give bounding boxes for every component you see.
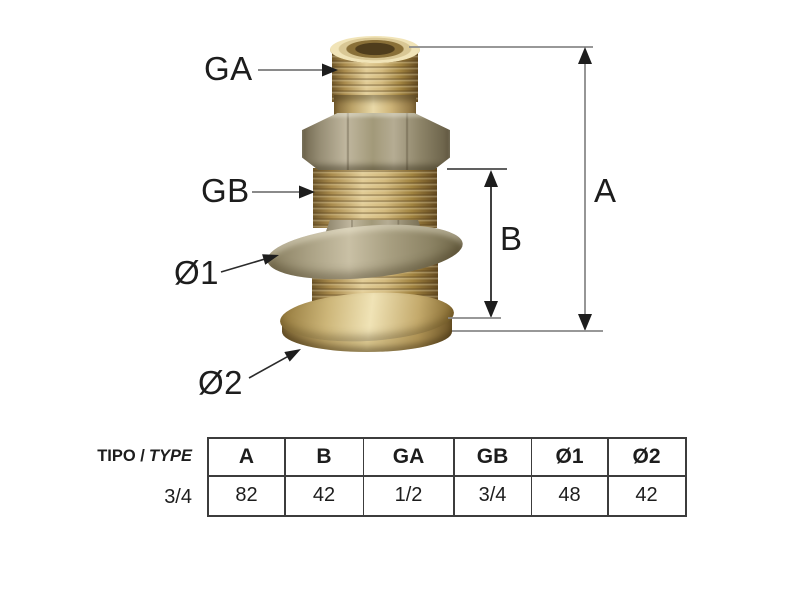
col-header-ga: GA	[364, 439, 453, 475]
col-header-gb: GB	[454, 439, 531, 475]
cell-value-b: 42	[285, 476, 363, 515]
table-row-size-label: 3/4	[164, 486, 192, 508]
label-diameter2: Ø2	[198, 364, 244, 401]
cell-value-d1: 48	[532, 476, 607, 515]
dia2-leader-line	[248, 355, 290, 379]
cell-value-a: 82	[209, 476, 284, 515]
cell-value-d2: 42	[608, 476, 685, 515]
fitting-union-hex-nut	[302, 113, 450, 170]
cell-value-ga: 1/2	[364, 476, 453, 515]
label-diameter1: Ø1	[174, 254, 220, 291]
type-label: TYPE	[148, 447, 192, 465]
tipo-label: TIPO /	[97, 447, 145, 465]
dim-b-arrowhead-down-icon	[484, 301, 498, 318]
spec-table: A B GA GB Ø1 Ø2 82 42 1/2 3/4 48 42	[207, 437, 687, 517]
label-gb: GB	[201, 172, 250, 209]
label-dim-b: B	[500, 220, 523, 257]
col-header-b: B	[285, 439, 363, 475]
label-dim-a: A	[594, 172, 617, 209]
col-header-d2: Ø2	[608, 439, 685, 475]
fitting-middle-thread-gb	[313, 168, 437, 228]
col-header-a: A	[209, 439, 284, 475]
dia1-leader-line	[220, 257, 267, 273]
dia2-arrowhead-icon	[284, 349, 301, 362]
table-row-header-label: TIPO /TYPE	[52, 448, 192, 465]
cell-value-gb: 3/4	[454, 476, 531, 515]
fitting-top-opening	[330, 36, 420, 63]
col-header-d1: Ø1	[532, 439, 607, 475]
dim-a-arrowhead-up-icon	[578, 47, 592, 64]
label-ga: GA	[204, 50, 253, 87]
dim-b-arrowhead-up-icon	[484, 170, 498, 187]
dim-a-arrowhead-down-icon	[578, 314, 592, 331]
